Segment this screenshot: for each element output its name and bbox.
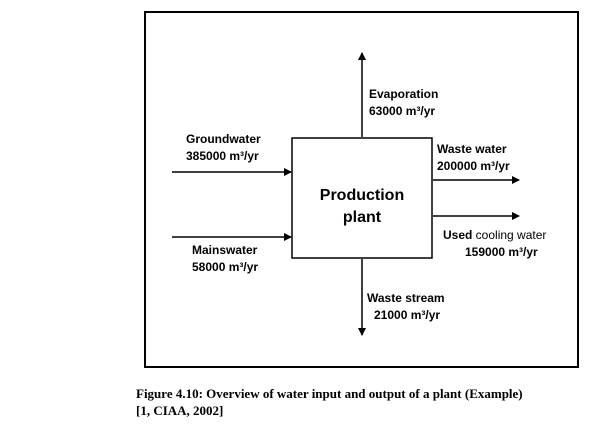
water-flow-diagram: Production plant Groundwater 385000 m³/y… bbox=[144, 11, 579, 368]
groundwater-value: 385000 m³/yr bbox=[186, 149, 259, 163]
diagram-frame bbox=[144, 11, 579, 368]
caption-title: Figure 4.10: Overview of water input and… bbox=[136, 386, 523, 401]
figure-caption: Figure 4.10: Overview of water input and… bbox=[136, 385, 606, 419]
groundwater-label: Groundwater bbox=[186, 132, 261, 146]
evaporation-value: 63000 m³/yr bbox=[369, 104, 435, 118]
cooling-water-label-bold: Used bbox=[443, 228, 472, 242]
mainswater-label: Mainswater bbox=[192, 243, 258, 257]
waste-stream-label: Waste stream bbox=[367, 291, 445, 305]
plant-label-line1: Production bbox=[320, 187, 404, 204]
waste-stream-value: 21000 m³/yr bbox=[374, 308, 440, 322]
waste-water-value: 200000 m³/yr bbox=[437, 159, 510, 173]
mainswater-value: 58000 m³/yr bbox=[192, 260, 258, 274]
cooling-water-label-rest: cooling water bbox=[472, 228, 546, 242]
production-plant-box bbox=[291, 137, 433, 259]
waste-water-label: Waste water bbox=[437, 142, 507, 156]
evaporation-label: Evaporation bbox=[369, 87, 438, 101]
cooling-water-value: 159000 m³/yr bbox=[465, 245, 538, 259]
cooling-water-label: Used cooling water bbox=[443, 228, 546, 242]
plant-label-line2: plant bbox=[343, 209, 382, 226]
caption-reference: [1, CIAA, 2002] bbox=[136, 403, 224, 418]
